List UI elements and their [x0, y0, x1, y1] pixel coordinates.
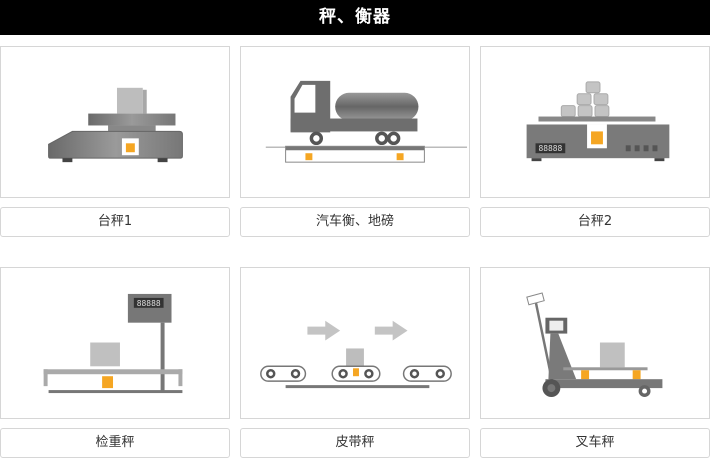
- scale-body: [48, 130, 183, 159]
- truck-scale-icon: [265, 80, 468, 163]
- card-label[interactable]: 叉车秤: [480, 428, 710, 458]
- arrow-right-icon: [307, 320, 341, 341]
- load-cell-icon: [102, 376, 114, 389]
- card-label[interactable]: 检重秤: [0, 428, 230, 458]
- box-icon: [599, 342, 625, 368]
- box-icon: [346, 348, 364, 367]
- arrow-right-icon: [374, 320, 408, 341]
- platform-scale-icon: [48, 87, 183, 163]
- product-image[interactable]: 88888: [0, 267, 230, 419]
- forklift-scale-icon: [526, 292, 663, 398]
- card-label[interactable]: 皮带秤: [240, 428, 470, 458]
- rollers: [266, 369, 445, 379]
- wheels: [309, 131, 401, 146]
- load-cell-icon: [591, 131, 603, 145]
- box-icon: [90, 342, 120, 367]
- load-cell-icon: [353, 368, 359, 377]
- product-image[interactable]: [240, 46, 470, 198]
- product-image[interactable]: 88888: [480, 46, 710, 198]
- card-label[interactable]: 台秤2: [480, 207, 710, 237]
- load-cell-icon: [125, 143, 135, 153]
- box-icon: [116, 87, 143, 114]
- load-cell-icon: [396, 153, 404, 161]
- belt-scale-icon: [260, 320, 452, 389]
- product-image[interactable]: [480, 267, 710, 419]
- checkweigher-icon: 88888: [43, 293, 183, 394]
- chassis: [290, 118, 418, 132]
- load-cell-icon: [581, 370, 590, 380]
- product-image[interactable]: [240, 267, 470, 419]
- load-cell-icon: [305, 153, 313, 161]
- load-cell-icon: [632, 370, 641, 380]
- platform-scale-2-icon: 88888: [526, 81, 670, 162]
- page-title: 秤、衡器: [0, 0, 710, 35]
- platform-plate: [88, 113, 176, 126]
- buttons-icon: [625, 145, 658, 152]
- display-screen: [535, 143, 566, 154]
- platform-plate: [538, 116, 656, 122]
- product-image[interactable]: [0, 46, 230, 198]
- tank: [335, 92, 419, 121]
- display-readout: 88888: [538, 144, 562, 153]
- card-label[interactable]: 台秤1: [0, 207, 230, 237]
- card-label[interactable]: 汽车衡、地磅: [240, 207, 470, 237]
- stacked-blocks: [560, 81, 610, 118]
- display-readout: 88888: [137, 299, 161, 308]
